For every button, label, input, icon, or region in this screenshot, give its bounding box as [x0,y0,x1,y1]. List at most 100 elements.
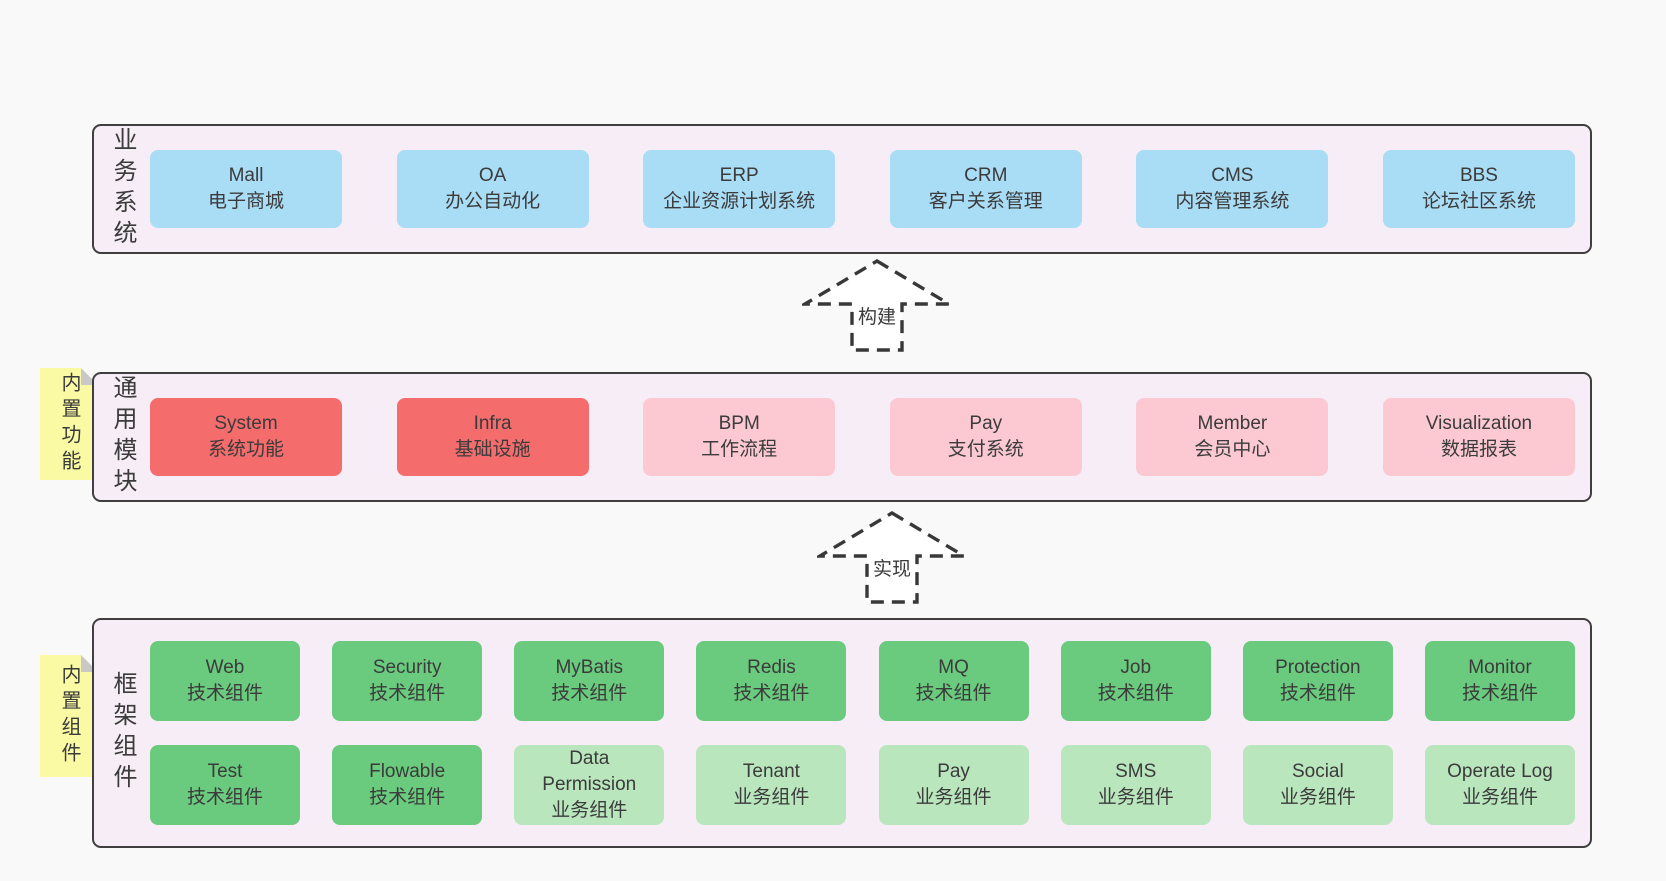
box-title-en: ERP [719,164,759,186]
box-data-permission: Data Permission 业务组件 [514,745,665,825]
box-title-en: System [214,412,278,434]
box-test: Test 技术组件 [150,745,300,825]
box-title-en: Redis [747,656,796,678]
box-title-en: Visualization [1425,412,1533,434]
box-crm: CRM 客户关系管理 [889,150,1082,228]
box-system: System 系统功能 [150,398,342,476]
box-operate-log: Operate Log 业务组件 [1424,745,1575,825]
box-sms: SMS 业务组件 [1060,745,1211,825]
box-title-zh: 技术组件 [369,683,446,704]
panel-vertical-label: 框架组件 [109,671,136,795]
box-title-en: Infra [473,412,512,434]
box-infra: Infra 基础设施 [396,398,589,476]
box-bbs: BBS 论坛社区系统 [1382,150,1575,228]
box-title-en: OA [478,164,507,186]
box-title-en: Security [372,656,442,678]
arrow-implement: 实现 [817,510,967,605]
box-title-zh: 业务组件 [1279,787,1356,808]
box-title-zh: 技术组件 [369,787,446,808]
box-protection: Protection 技术组件 [1242,641,1393,721]
box-flowable: Flowable 技术组件 [332,745,483,825]
panel-framework-components-content: Web 技术组件 Security 技术组件 MyBatis 技术组件 Redi… [150,620,1590,846]
box-erp: ERP 企业资源计划系统 [643,150,836,228]
box-title-zh: 技术组件 [186,683,263,704]
panel-framework-components-label: 框架组件 [94,620,150,846]
box-title-en: Flowable [369,760,446,782]
box-title-en: MyBatis [555,656,624,678]
box-title-zh: 工作流程 [701,439,778,460]
box-title-zh: 技术组件 [1097,683,1174,704]
panel-vertical-label: 业务系统 [109,127,136,251]
panel-business-systems-content: Mall 电子商城 OA 办公自动化 ERP 企业资源计划系统 CRM 客户关系… [150,126,1590,252]
box-title-zh: 业务组件 [1461,787,1538,808]
box-title-en: Test [207,760,243,782]
box-job: Job 技术组件 [1060,641,1211,721]
arrow-build: 构建 [802,258,952,353]
box-mq: MQ 技术组件 [878,641,1029,721]
box-mybatis: MyBatis 技术组件 [514,641,665,721]
box-title-zh: 技术组件 [1279,683,1356,704]
arrow-build-label: 构建 [855,302,899,329]
box-web: Web 技术组件 [150,641,300,721]
box-tenant: Tenant 业务组件 [696,745,847,825]
sticky-note-label: 内置组件 [58,664,80,768]
box-title-en: Job [1120,656,1152,678]
box-oa: OA 办公自动化 [396,150,589,228]
box-title-zh: 业务组件 [551,800,628,822]
arrow-implement-label: 实现 [870,554,914,581]
box-title-zh: 数据报表 [1440,439,1517,460]
box-title-en: Operate Log [1447,760,1553,782]
box-title-zh: 业务组件 [733,787,810,808]
box-visualization: Visualization 数据报表 [1382,398,1575,476]
box-title-zh: 技术组件 [915,683,992,704]
box-pay-component: Pay 业务组件 [878,745,1029,825]
box-title-zh: 基础设施 [454,439,531,460]
panel-common-modules-content: System 系统功能 Infra 基础设施 BPM 工作流程 Pay 支付系统… [150,374,1590,500]
box-title-zh: 论坛社区系统 [1421,191,1536,212]
box-title-zh: 业务组件 [1097,787,1174,808]
box-title-zh: 客户关系管理 [928,191,1043,212]
box-title-en: Member [1197,412,1268,434]
box-title-en: BBS [1459,164,1498,186]
box-title-zh: 技术组件 [186,787,263,808]
box-title-zh: 技术组件 [551,683,628,704]
box-social: Social 业务组件 [1242,745,1393,825]
box-title-en: CMS [1211,164,1254,186]
box-title-en: Protection [1275,656,1361,678]
panel-vertical-label: 通用模块 [109,375,136,499]
panel-common-modules-label: 通用模块 [94,374,150,500]
panel-framework-components: 框架组件 Web 技术组件 Security 技术组件 MyBatis 技术组件… [92,618,1592,848]
box-title-en: SMS [1115,760,1157,782]
box-title-zh: 技术组件 [1461,683,1538,704]
box-title-en: Mall [228,164,264,186]
box-title-zh: 办公自动化 [445,191,541,212]
box-title-en: Tenant [742,760,800,782]
box-title-zh: 技术组件 [733,683,810,704]
box-title-en: BPM [718,412,760,434]
box-title-zh: 内容管理系统 [1175,191,1290,212]
sticky-note-label: 内置功能 [58,372,80,476]
box-monitor: Monitor 技术组件 [1424,641,1575,721]
box-title-en: MQ [938,656,969,678]
box-title-zh: 业务组件 [915,787,992,808]
box-title-zh: 系统功能 [207,439,284,460]
panel-business-systems: 业务系统 Mall 电子商城 OA 办公自动化 ERP 企业资源计划系统 CRM… [92,124,1592,254]
panel-business-systems-label: 业务系统 [94,126,150,252]
box-title-en: Pay [969,412,1003,434]
box-mall: Mall 电子商城 [150,150,342,228]
box-security: Security 技术组件 [332,641,483,721]
box-cms: CMS 内容管理系统 [1136,150,1329,228]
box-title-en: CRM [964,164,1008,186]
components-row-2: Test 技术组件 Flowable 技术组件 Data Permission … [150,745,1575,825]
box-title-en: Pay [937,760,970,782]
box-member: Member 会员中心 [1136,398,1329,476]
box-title-zh: 电子商城 [207,191,284,212]
box-pay-system: Pay 支付系统 [889,398,1082,476]
box-title-en: Social [1291,760,1344,782]
box-redis: Redis 技术组件 [696,641,847,721]
box-title-en: Data Permission [542,747,637,795]
panel-common-modules: 通用模块 System 系统功能 Infra 基础设施 BPM 工作流程 Pay… [92,372,1592,502]
box-title-en: Monitor [1468,656,1532,678]
box-title-zh: 支付系统 [947,439,1024,460]
